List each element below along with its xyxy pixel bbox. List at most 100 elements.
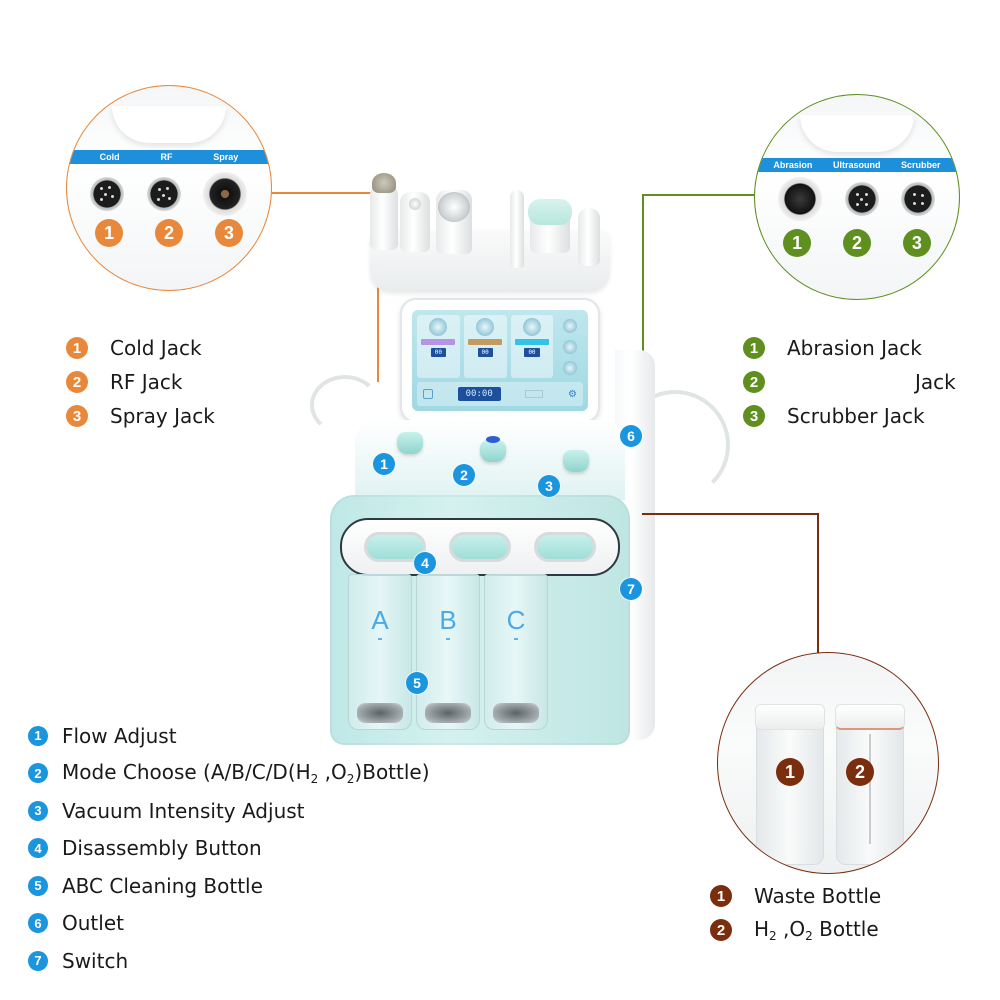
cold-jack-socket — [90, 177, 125, 211]
vacuum-intensity-knob[interactable] — [563, 450, 589, 472]
legend-number: 3 — [28, 800, 48, 821]
right-jack-closeup: Abrasion Ultrasound Scrubber 1 2 3 — [754, 94, 960, 300]
jack-label-ultrasound: Ultrasound — [832, 160, 881, 170]
left-cable — [310, 375, 380, 435]
legend-item: 1 Cold Jack — [66, 331, 215, 365]
legend-label: Vacuum Intensity Adjust — [62, 798, 305, 823]
legend-label: Mode Choose (A/B/C/D(H2 ,O2)Bottle) — [62, 760, 430, 787]
right-cable — [620, 390, 730, 500]
hydrafacial-machine: 00 00 00 00:00 ⚙ — [310, 150, 730, 750]
handpiece-icon[interactable] — [563, 360, 578, 375]
handle-shape — [799, 115, 915, 153]
side-handpiece-list — [557, 315, 583, 378]
legend-number: 2 — [710, 919, 732, 941]
legend-label: Abrasion Jack — [787, 336, 922, 360]
legend-number: 6 — [28, 913, 48, 934]
start-button[interactable] — [525, 390, 544, 398]
mode-value: 00 — [524, 348, 540, 357]
legend-label: Switch — [62, 948, 129, 973]
mode-card[interactable]: 00 — [463, 315, 507, 378]
jack-label-rf: RF — [160, 152, 173, 162]
marker-abc-cleaning-bottle: 5 — [406, 672, 428, 694]
legend-item: 5 ABC Cleaning Bottle — [28, 867, 430, 905]
ultrasound-handpiece — [436, 190, 472, 254]
jack-label-band: Abrasion Ultrasound Scrubber — [755, 158, 959, 172]
legend-label: Scrubber Jack — [787, 404, 925, 428]
legend-item: 7 Switch — [28, 942, 430, 980]
legend-number: 1 — [66, 337, 88, 359]
marker-outlet: 6 — [620, 425, 642, 447]
mode-choose-knob[interactable] — [480, 436, 506, 462]
bottle-letter: C — [506, 605, 526, 635]
badge-waste-bottle: 1 — [776, 758, 804, 786]
left-jack-legend: 1 Cold Jack 2 RF Jack 3 Spray Jack — [66, 331, 215, 433]
control-panel — [355, 420, 625, 500]
rf-jack-socket — [146, 177, 181, 211]
jack-label-abrasion: Abrasion — [773, 160, 813, 170]
handpiece-icon — [429, 318, 448, 336]
brown-connector-v — [817, 513, 819, 653]
legend-number: 3 — [743, 405, 765, 427]
flow-adjust-knob[interactable] — [397, 432, 423, 454]
jack-label-cold: Cold — [99, 152, 120, 162]
legend-label: Disassembly Button — [62, 836, 262, 861]
disassembly-button-a[interactable] — [363, 532, 426, 562]
scrubber-handpiece — [510, 190, 524, 268]
cleaning-bottle-c[interactable]: C — [484, 574, 548, 730]
legend-number: 1 — [710, 885, 732, 907]
touch-screen[interactable]: 00 00 00 00:00 ⚙ — [400, 298, 600, 423]
cleaning-bottle-a[interactable]: A — [348, 574, 412, 730]
legend-label: ABC Cleaning Bottle — [62, 873, 263, 898]
disassembly-button-bar — [340, 518, 620, 576]
legend-label: Cold Jack — [110, 336, 202, 360]
waste-bottle — [755, 704, 825, 865]
legend-item: 3 Scrubber Jack — [743, 399, 956, 433]
handpiece-icon[interactable] — [563, 318, 578, 333]
mode-card[interactable]: 00 — [510, 315, 554, 378]
cleaning-bottle-b[interactable]: B — [416, 574, 480, 730]
parts-legend: 1 Flow Adjust 2 Mode Choose (A/B/C/D(H2 … — [28, 717, 430, 980]
bottle-closeup: 1 2 — [717, 652, 939, 874]
badge-spray: 3 — [214, 219, 243, 247]
legend-item: 2 RF Jack — [66, 365, 215, 399]
legend-label: Outlet — [62, 911, 124, 936]
screen-footer: 00:00 ⚙ — [417, 382, 583, 406]
legend-item: 2 H2 ,O2 Bottle — [710, 913, 881, 947]
gear-icon[interactable]: ⚙ — [568, 388, 577, 400]
handle-shape — [111, 106, 227, 144]
legend-label: H2 ,O2 Bottle — [754, 917, 879, 943]
legend-number: 4 — [28, 838, 48, 859]
badge-scrubber: 3 — [902, 229, 931, 257]
tooth-icon[interactable] — [423, 389, 433, 399]
h2-o2-bottle — [835, 704, 905, 865]
legend-item: 3 Spray Jack — [66, 399, 215, 433]
handpiece-icon — [522, 318, 541, 336]
scrubber-jack-socket — [901, 182, 936, 216]
legend-item: 4 Disassembly Button — [28, 830, 430, 868]
legend-item: 1 Abrasion Jack — [743, 331, 956, 365]
handpiece-icon[interactable] — [563, 339, 578, 354]
legend-label: Flow Adjust — [62, 723, 177, 748]
legend-label: RF Jack — [110, 370, 183, 394]
bottle-legend: 1 Waste Bottle 2 H2 ,O2 Bottle — [710, 879, 881, 947]
legend-number: 2 — [28, 763, 48, 784]
disassembly-button-c[interactable] — [534, 532, 597, 562]
legend-number: 1 — [28, 725, 48, 746]
ultrasound-jack-socket — [844, 182, 879, 216]
badge-h2-o2-bottle: 2 — [846, 758, 874, 786]
legend-number: 2 — [66, 371, 88, 393]
legend-number: 5 — [28, 875, 48, 896]
legend-item: 2 Jack — [743, 365, 956, 399]
green-connector-h — [642, 194, 754, 196]
legend-item: 6 Outlet — [28, 905, 430, 943]
spray-handpiece — [370, 173, 398, 250]
legend-item: 2 Mode Choose (A/B/C/D(H2 ,O2)Bottle) — [28, 755, 430, 793]
mode-card[interactable]: 00 — [417, 315, 460, 378]
legend-number: 3 — [66, 405, 88, 427]
orange-connector-h — [272, 192, 378, 194]
brown-connector-h — [642, 513, 818, 515]
legend-number: 1 — [743, 337, 765, 359]
badge-cold: 1 — [95, 219, 124, 247]
disassembly-button-b[interactable] — [448, 532, 511, 562]
badge-rf: 2 — [155, 219, 183, 247]
